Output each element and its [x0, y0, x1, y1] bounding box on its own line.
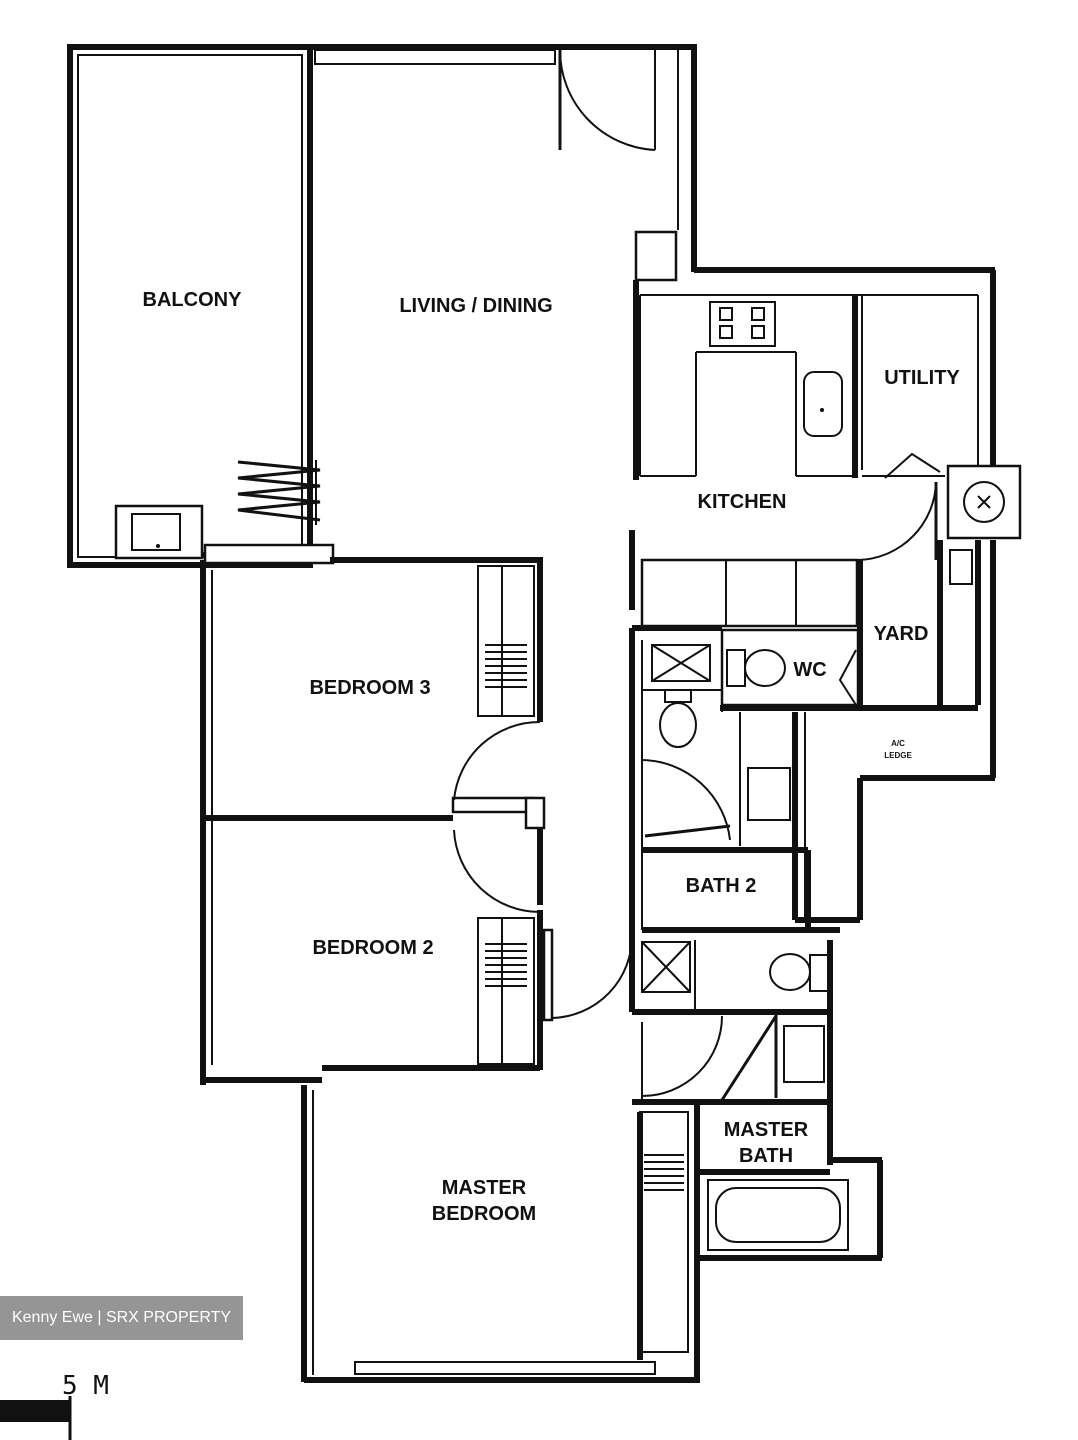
room-label-balcony: BALCONY — [143, 289, 243, 311]
bath2-area — [629, 625, 840, 933]
room-label-master-bedroom-line2: BEDROOM — [432, 1203, 536, 1225]
wardrobes — [477, 565, 689, 1353]
room-label-wc: WC — [793, 659, 826, 681]
yard-area — [720, 540, 996, 923]
scale-bar-fill — [0, 1400, 70, 1422]
watermark: Kenny Ewe | SRX PROPERTY — [0, 1296, 243, 1340]
room-label-master-bath-line1: MASTER — [724, 1119, 809, 1141]
room-label-kitchen: KITCHEN — [698, 491, 787, 513]
scale-bar: 5 M — [0, 1371, 109, 1440]
room-label-living-dining: LIVING / DINING — [399, 295, 552, 317]
entrance-door — [558, 49, 656, 151]
room-label-master-bath-line2: BATH — [739, 1145, 793, 1167]
room-label-yard: YARD — [874, 623, 929, 645]
room-label-bath2: BATH 2 — [686, 875, 757, 897]
room-label-utility: UTILITY — [884, 367, 960, 389]
room-label-ac-ledge-line1: A/C — [891, 739, 905, 748]
outer-walls — [200, 44, 996, 1383]
kitchen-area — [629, 280, 938, 628]
room-label-bedroom3: BEDROOM 3 — [309, 677, 430, 699]
room-label-master-bedroom-line1: MASTER — [442, 1177, 527, 1199]
utility-area — [852, 295, 1022, 540]
room-label-bedroom2: BEDROOM 2 — [312, 937, 433, 959]
bedroom-doors — [453, 720, 634, 1019]
room-label-ac-ledge-line2: LEDGE — [884, 751, 912, 760]
